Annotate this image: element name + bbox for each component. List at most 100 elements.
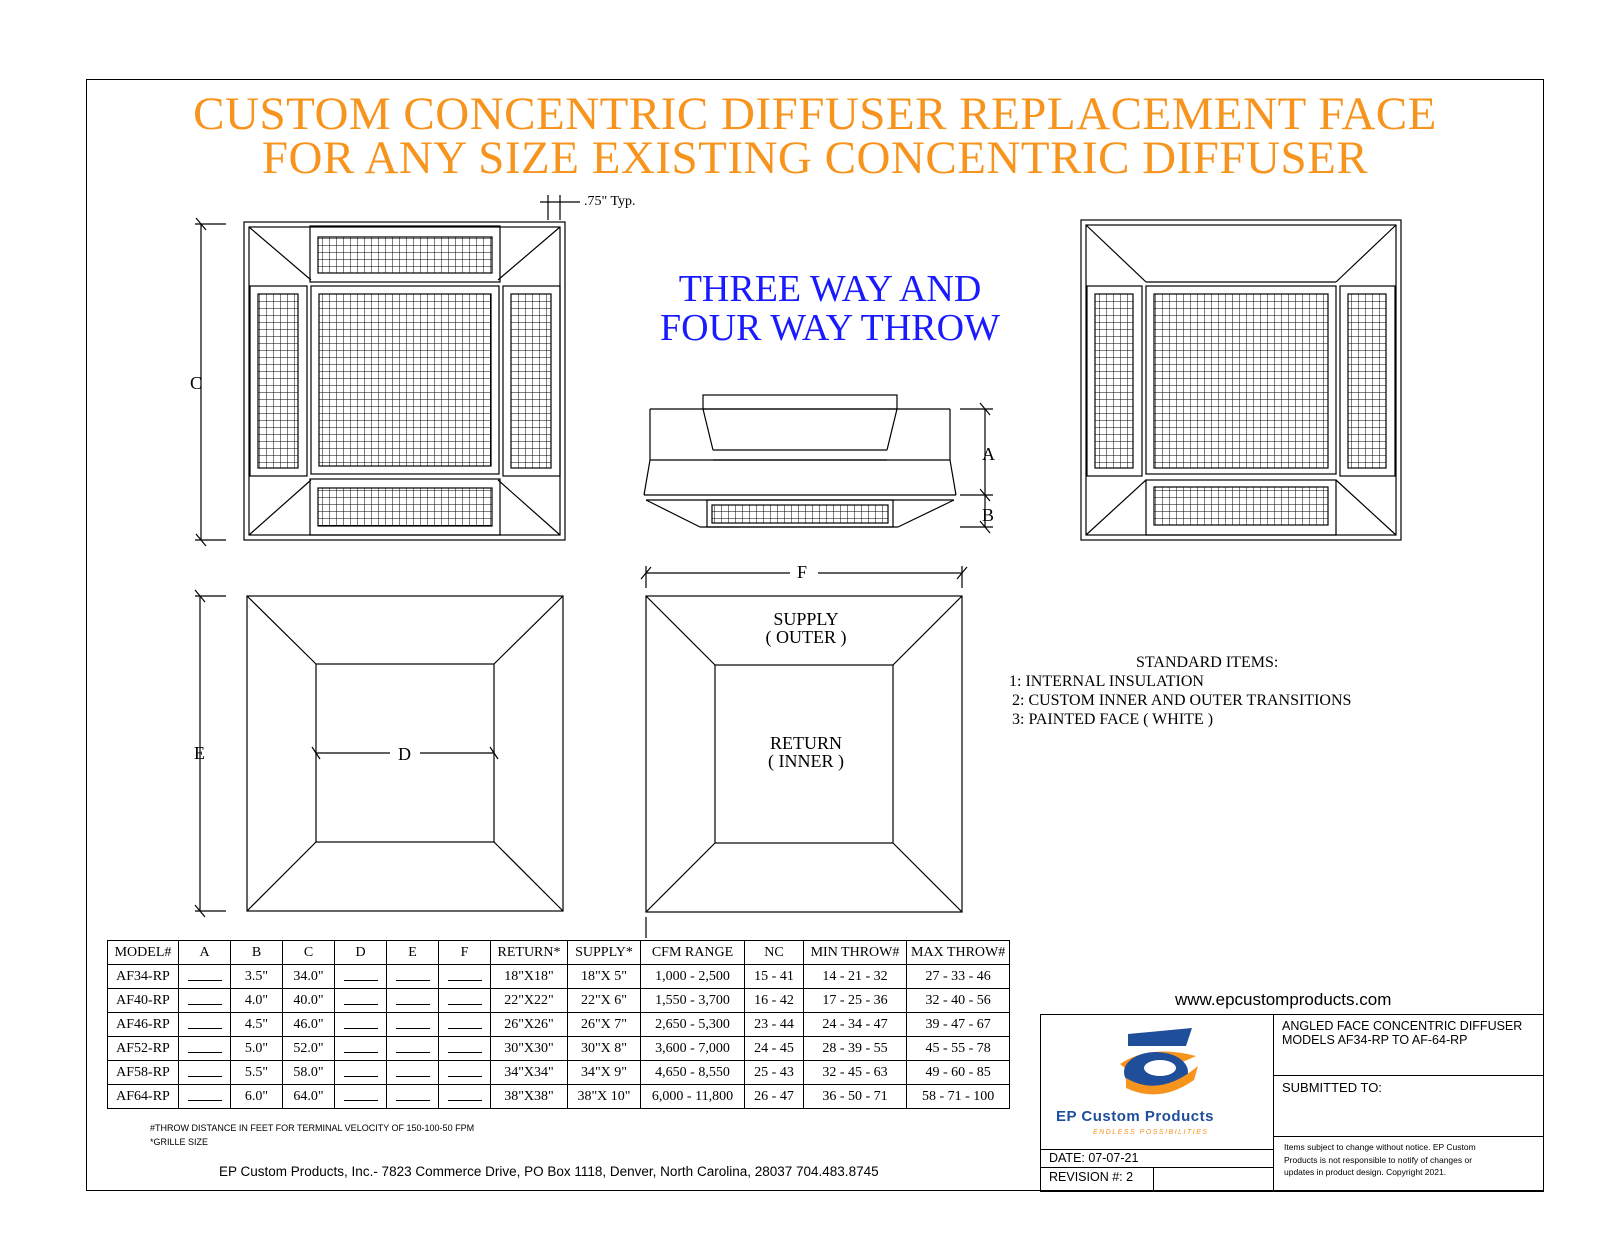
grille-note: *GRILLE SIZE: [150, 1137, 209, 1147]
disclaimer-line-2: Products is not responsible to notify of…: [1284, 1154, 1473, 1165]
typ-dimension-label: .75" Typ.: [584, 194, 636, 209]
cell-d-blank: [334, 1084, 387, 1109]
cell-min-throw: 32 - 45 - 63: [803, 1060, 907, 1085]
cell-d-blank: [334, 964, 387, 989]
cell-e-blank: [386, 1012, 439, 1037]
cell-d-blank: [334, 1036, 387, 1061]
cell-d-blank: [334, 988, 387, 1013]
cell-cfm: 4,650 - 8,550: [640, 1060, 745, 1085]
cell-b: 5.5": [230, 1060, 283, 1085]
dimension-f-line: [640, 566, 968, 588]
standard-item-2: 2: CUSTOM INNER AND OUTER TRANSITIONS: [1012, 692, 1352, 709]
submitted-to-box: SUBMITTED TO:: [1273, 1075, 1544, 1137]
header-model: MODEL#: [107, 940, 179, 965]
table-row: AF34-RP 3.5" 34.0" 18"X18" 18"X 5" 1,000…: [107, 964, 1011, 989]
cell-a-blank: [178, 1060, 231, 1085]
dimension-e-label: E: [194, 743, 205, 763]
dimension-b-label: B: [982, 505, 995, 525]
description-line-2: MODELS AF34-RP TO AF-64-RP: [1282, 1033, 1468, 1047]
header-cfm-range: CFM RANGE: [640, 940, 745, 965]
disclaimer-line-3: updates in product design. Copyright 202…: [1284, 1167, 1447, 1177]
cell-model: AF34-RP: [107, 964, 179, 989]
cell-max-throw: 32 - 40 - 56: [905, 988, 1011, 1013]
throw-note: #THROW DISTANCE IN FEET FOR TERMINAL VEL…: [150, 1123, 475, 1133]
return-label-text: RETURN: [770, 733, 842, 753]
cell-return: 18"X18": [490, 964, 568, 989]
table-row: AF46-RP 4.5" 46.0" 26"X26" 26"X 7" 2,650…: [107, 1012, 1011, 1037]
table-row: AF52-RP 5.0" 52.0" 30"X30" 30"X 8" 3,600…: [107, 1036, 1011, 1061]
cell-d-blank: [334, 1060, 387, 1085]
throw-title-line-1: THREE WAY AND: [678, 268, 982, 310]
plan-view-left: [246, 595, 564, 912]
cell-c: 34.0": [282, 964, 335, 989]
header-max-throw: MAX THROW#: [905, 940, 1011, 965]
cell-min-throw: 14 - 21 - 32: [803, 964, 907, 989]
cell-supply: 30"X 8": [567, 1036, 641, 1061]
title-line-2: FOR ANY SIZE EXISTING CONCENTRIC DIFFUSE…: [261, 132, 1369, 184]
dimension-e-line: [194, 589, 226, 918]
cell-b: 5.0": [230, 1036, 283, 1061]
cell-supply: 22"X 6": [567, 988, 641, 1013]
supply-label-sub: ( OUTER ): [765, 627, 847, 647]
cell-return: 34"X34": [490, 1060, 568, 1085]
cell-model: AF40-RP: [107, 988, 179, 1013]
return-label-sub: ( INNER ): [768, 751, 844, 771]
cell-e-blank: [386, 1036, 439, 1061]
cell-e-blank: [386, 1084, 439, 1109]
standard-items: STANDARD ITEMS: 1: INTERNAL INSULATION 2…: [1009, 653, 1352, 729]
cell-model: AF64-RP: [107, 1084, 179, 1109]
cell-f-blank: [438, 1084, 491, 1109]
cell-e-blank: [386, 1060, 439, 1085]
cell-cfm: 2,650 - 5,300: [640, 1012, 745, 1037]
cell-model: AF46-RP: [107, 1012, 179, 1037]
cell-supply: 34"X 9": [567, 1060, 641, 1085]
cell-return: 30"X30": [490, 1036, 568, 1061]
dimension-a-b-lines: [960, 402, 993, 534]
standard-item-3: 3: PAINTED FACE ( WHITE ): [1012, 711, 1214, 728]
cell-e-blank: [386, 988, 439, 1013]
three-way-diffuser-face: [1080, 219, 1402, 541]
title-line-1: CUSTOM CONCENTRIC DIFFUSER REPLACEMENT F…: [193, 88, 1437, 140]
header-return: RETURN*: [490, 940, 568, 965]
description-box: ANGLED FACE CONCENTRIC DIFFUSER MODELS A…: [1273, 1014, 1544, 1076]
disclaimer-box: Items subject to change without notice. …: [1273, 1136, 1544, 1192]
ep-logo-mark: [1120, 1028, 1198, 1095]
standard-item-1: 1: INTERNAL INSULATION: [1009, 673, 1204, 690]
cell-supply: 38"X 10": [567, 1084, 641, 1109]
cell-f-blank: [438, 1012, 491, 1037]
supply-label: SUPPLY ( OUTER ): [756, 610, 856, 646]
cell-nc: 16 - 42: [744, 988, 804, 1013]
cell-min-throw: 17 - 25 - 36: [803, 988, 907, 1013]
cell-a-blank: [178, 1036, 231, 1061]
cell-f-blank: [438, 1036, 491, 1061]
cell-a-blank: [178, 964, 231, 989]
cell-max-throw: 27 - 33 - 46: [905, 964, 1011, 989]
return-label: RETURN ( INNER ): [756, 734, 856, 770]
table-row: AF64-RP 6.0" 64.0" 38"X38" 38"X 10" 6,00…: [107, 1084, 1011, 1109]
cell-model: AF58-RP: [107, 1060, 179, 1085]
cell-c: 40.0": [282, 988, 335, 1013]
revision-value-box: [1153, 1167, 1274, 1192]
cell-a-blank: [178, 1012, 231, 1037]
dimension-f-label: F: [797, 562, 808, 582]
table-header-row: MODEL# A B C D E F RETURN* SUPPLY* CFM R…: [107, 940, 1011, 965]
cell-min-throw: 36 - 50 - 71: [803, 1084, 907, 1109]
dimension-c-label: C: [190, 373, 203, 393]
cell-c: 52.0": [282, 1036, 335, 1061]
cell-min-throw: 28 - 39 - 55: [803, 1036, 907, 1061]
cell-nc: 24 - 45: [744, 1036, 804, 1061]
cell-d-blank: [334, 1012, 387, 1037]
cell-model: AF52-RP: [107, 1036, 179, 1061]
cell-e-blank: [386, 964, 439, 989]
header-e: E: [386, 940, 439, 965]
cell-nc: 25 - 43: [744, 1060, 804, 1085]
website-link[interactable]: www.epcustomproducts.com: [1175, 990, 1392, 1009]
header-supply: SUPPLY*: [567, 940, 641, 965]
cell-c: 46.0": [282, 1012, 335, 1037]
cell-nc: 26 - 47: [744, 1084, 804, 1109]
cell-return: 26"X26": [490, 1012, 568, 1037]
header-b: B: [230, 940, 283, 965]
submitted-to-label: SUBMITTED TO:: [1282, 1080, 1382, 1095]
cell-nc: 23 - 44: [744, 1012, 804, 1037]
plan-view-center: [645, 595, 963, 938]
